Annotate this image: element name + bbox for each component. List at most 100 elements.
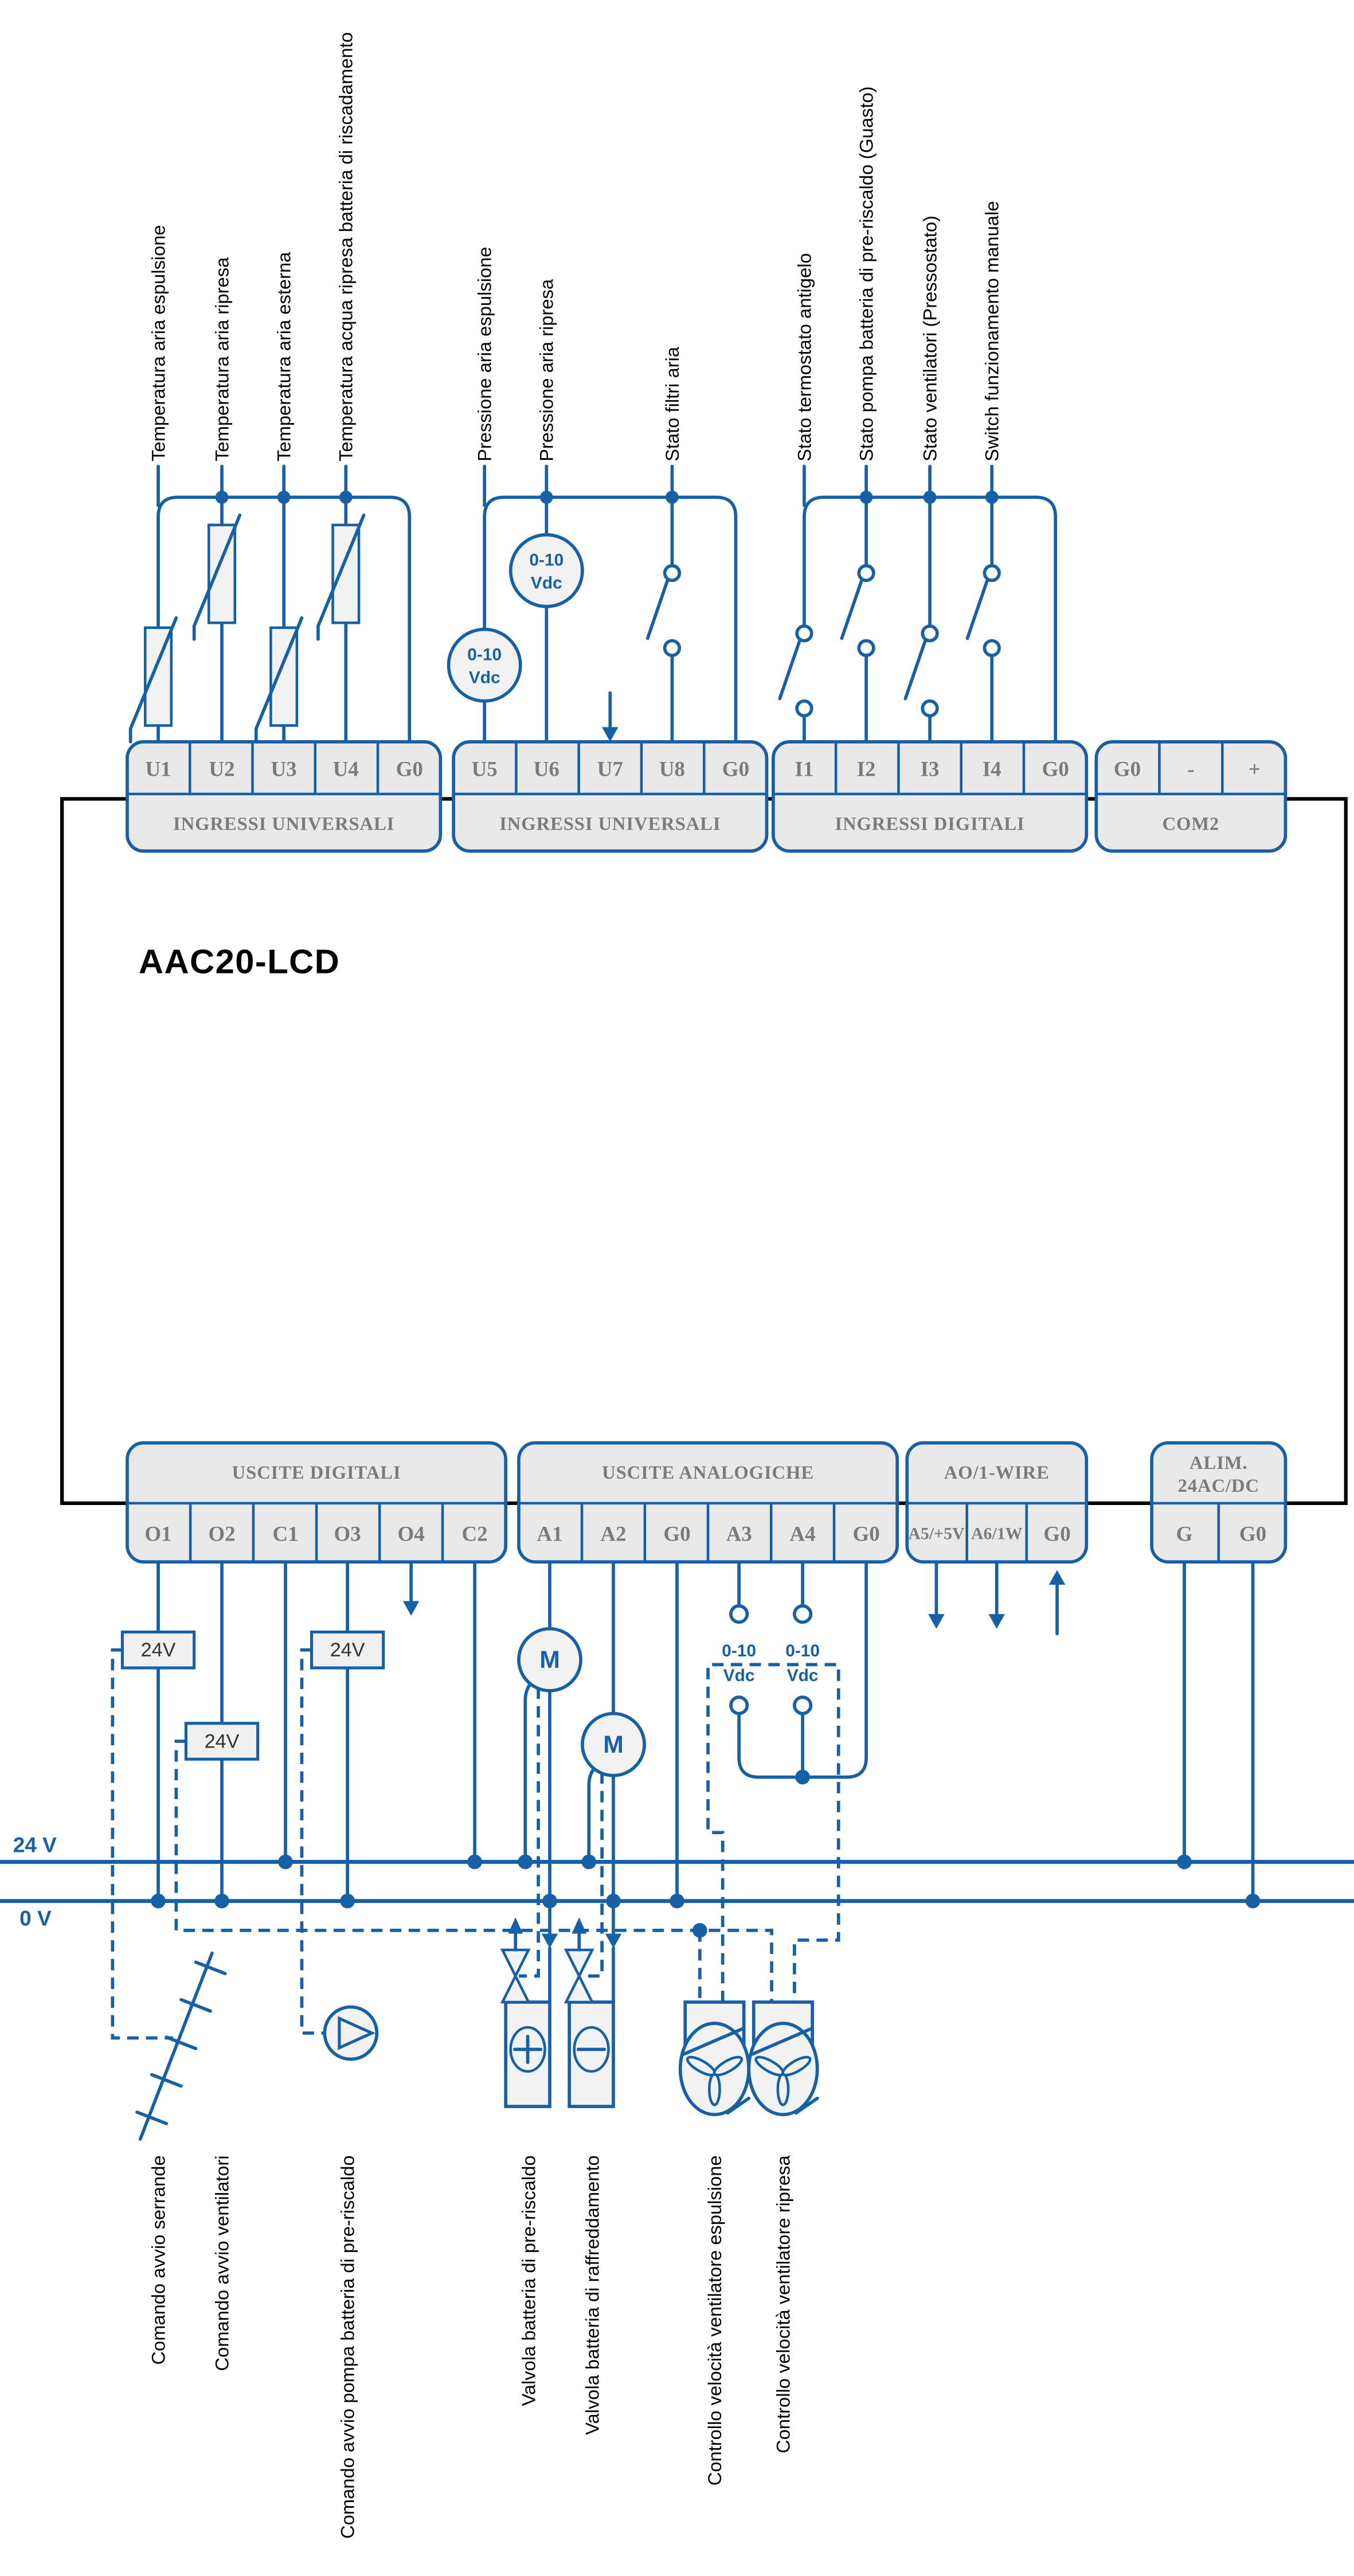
label-temperatura-aria-esterna: Temperatura aria esterna <box>273 252 295 462</box>
motor-text: M <box>603 1731 624 1758</box>
switch-icon-i2 <box>842 566 873 655</box>
block-header-alim-line1: ALIM. <box>1189 1453 1248 1473</box>
vdc-unit-text: Vdc <box>723 1666 755 1685</box>
terminal-u7: U7 <box>597 757 623 781</box>
voltage-sensor-icon-u6: 0-10 Vdc <box>508 533 584 608</box>
block-header-ingressi-universali-1: INGRESSI UNIVERSALI <box>173 814 394 834</box>
terminal-c1: C1 <box>272 1522 298 1545</box>
label-stato-ventilatori: Stato ventilatori (Pressostato) <box>919 216 940 462</box>
thermistor-icon-u1 <box>131 618 177 742</box>
terminal-a1: A1 <box>537 1522 562 1545</box>
terminal-o4: O4 <box>398 1522 425 1545</box>
arrow-down-icon-a5 <box>928 1560 945 1629</box>
output-labels: Comando avvio serrande Comando avvio ven… <box>147 2155 793 2539</box>
wiring-universal-inputs-1 <box>131 464 412 742</box>
terminal-block-ao-1wire: AO/1-WIRE A5/+5V A6/1W G0 <box>905 1441 1089 1564</box>
motor-icon-a2: M <box>581 1711 646 1777</box>
voltage-signal-icon-a4: 0-10 Vdc <box>785 1560 820 1715</box>
fan-icon-exhaust <box>678 2000 751 2117</box>
label-temperatura-aria-espulsione: Temperatura aria espulsione <box>147 225 169 462</box>
label-pressione-aria-espulsione: Pressione aria espulsione <box>474 247 495 461</box>
label-temperatura-acqua-ripresa: Temperatura acqua ripresa batteria di ri… <box>335 32 357 462</box>
label-switch-funzionamento-manuale: Switch funzionamento manuale <box>981 201 1003 461</box>
terminal-block-alim: ALIM. 24AC/DC G G0 <box>1150 1441 1288 1564</box>
terminal-com2-minus: - <box>1187 757 1194 781</box>
relay-24v-text: 24V <box>330 1639 365 1661</box>
relay-24v-text: 24V <box>205 1730 240 1752</box>
terminal-u3: U3 <box>271 757 297 781</box>
damper-icon <box>135 1951 227 2141</box>
block-header-alim-line2: 24AC/DC <box>1178 1476 1259 1496</box>
terminal-alim-g: G <box>1176 1522 1193 1545</box>
terminal-block-uscite-analogiche: USCITE ANALOGICHE A1 A2 G0 A3 A4 G0 <box>517 1441 899 1564</box>
label-pressione-aria-ripresa: Pressione aria ripresa <box>536 279 557 462</box>
thermistor-icon-u2 <box>194 515 240 639</box>
thermistor-icon-u3 <box>256 618 302 742</box>
block-header-ingressi-universali-2: INGRESSI UNIVERSALI <box>499 814 721 834</box>
voltage-signal-icon-a3: 0-10 Vdc <box>722 1560 756 1715</box>
terminal-u1: U1 <box>145 757 171 781</box>
terminal-g0-2: G0 <box>722 757 749 781</box>
terminal-o2: O2 <box>208 1522 235 1545</box>
fan-icon-return <box>747 2000 819 2117</box>
terminal-a3: A3 <box>726 1522 752 1545</box>
wiring-alim <box>1177 1560 1261 1909</box>
terminal-o3: O3 <box>334 1522 361 1545</box>
block-header-ingressi-digitali: INGRESSI DIGITALI <box>835 814 1025 834</box>
terminal-u8: U8 <box>659 757 685 781</box>
terminal-u2: U2 <box>209 757 234 781</box>
relay-24v-box-o3 <box>310 1630 385 1670</box>
terminal-i4: I4 <box>983 757 1001 781</box>
voltage-sensor-icon-u5: 0-10 Vdc <box>447 627 522 703</box>
terminal-alim-g0: G0 <box>1239 1522 1266 1545</box>
terminal-u4: U4 <box>333 757 359 781</box>
vdc-range-text: 0-10 <box>467 646 502 664</box>
terminal-a4: A4 <box>790 1522 816 1545</box>
vdc-unit-text: Vdc <box>787 1666 819 1685</box>
label-comando-avvio-serrande: Comando avvio serrande <box>147 2155 169 2364</box>
arrow-down-icon-u7 <box>602 691 619 742</box>
terminal-com2-g0: G0 <box>1114 757 1141 781</box>
label-stato-filtri-aria: Stato filtri aria <box>662 346 683 462</box>
switch-icon-u8 <box>648 566 679 655</box>
vdc-range-text: 0-10 <box>722 1641 756 1660</box>
terminal-block-ingressi-digitali: I1 I2 I3 I4 G0 INGRESSI DIGITALI <box>772 740 1089 853</box>
motor-text: M <box>539 1646 560 1674</box>
terminal-com2-plus: + <box>1249 757 1261 781</box>
pump-icon <box>323 2005 379 2061</box>
motor-icon-a1: M <box>517 1627 582 1692</box>
wiring-analog-outputs: M M 0-10 Vdc <box>517 1560 868 2004</box>
rail-0v-label: 0 V <box>19 1906 52 1930</box>
terminal-g0-a: G0 <box>663 1522 690 1545</box>
terminal-i2: I2 <box>857 757 876 781</box>
wiring-digital-outputs: 24V 24V 24V <box>111 1560 773 2040</box>
label-comando-avvio-ventilatori: Comando avvio ventilatori <box>211 2155 232 2371</box>
switch-icon-i4 <box>968 566 999 655</box>
vdc-range-text: 0-10 <box>785 1641 820 1660</box>
arrow-down-icon-a6 <box>988 1560 1005 1629</box>
relay-24v-text: 24V <box>141 1639 176 1661</box>
arrow-down-icon-o4 <box>402 1560 420 1616</box>
label-stato-termostato-antigelo: Stato termostato antigelo <box>793 253 815 461</box>
valve-icon-heating <box>500 1917 551 2108</box>
vdc-unit-text: Vdc <box>531 574 562 593</box>
controller-title: AAC20-LCD <box>139 943 340 981</box>
input-labels: Temperatura aria espulsione Temperatura … <box>147 32 1002 462</box>
valve-icon-cooling <box>563 1917 615 2108</box>
arrow-up-icon-g0 <box>1048 1570 1066 1636</box>
terminal-g0-1: G0 <box>396 757 423 781</box>
label-stato-pompa-batteria: Stato pompa batteria di pre-riscaldo (Gu… <box>855 87 876 462</box>
vdc-unit-text: Vdc <box>469 669 500 687</box>
terminal-block-ingressi-universali-1: U1 U2 U3 U4 G0 INGRESSI UNIVERSALI <box>126 740 443 853</box>
terminal-block-ingressi-universali-2: U5 U6 U7 U8 G0 INGRESSI UNIVERSALI <box>452 740 769 853</box>
terminal-g0-c: G0 <box>1043 1522 1070 1545</box>
label-comando-avvio-pompa: Comando avvio pompa batteria di pre-risc… <box>337 2155 358 2539</box>
thermistor-icon-u4 <box>318 515 364 639</box>
terminal-a5-5v: A5/+5V <box>908 1524 965 1543</box>
block-header-uscite-digitali: USCITE DIGITALI <box>232 1463 401 1483</box>
label-controllo-ventilatore-ripresa: Controllo velocità ventilatore ripresa <box>772 2155 793 2453</box>
label-temperatura-aria-ripresa: Temperatura aria ripresa <box>211 257 232 462</box>
terminal-a2: A2 <box>600 1522 626 1545</box>
vdc-range-text: 0-10 <box>529 551 563 570</box>
